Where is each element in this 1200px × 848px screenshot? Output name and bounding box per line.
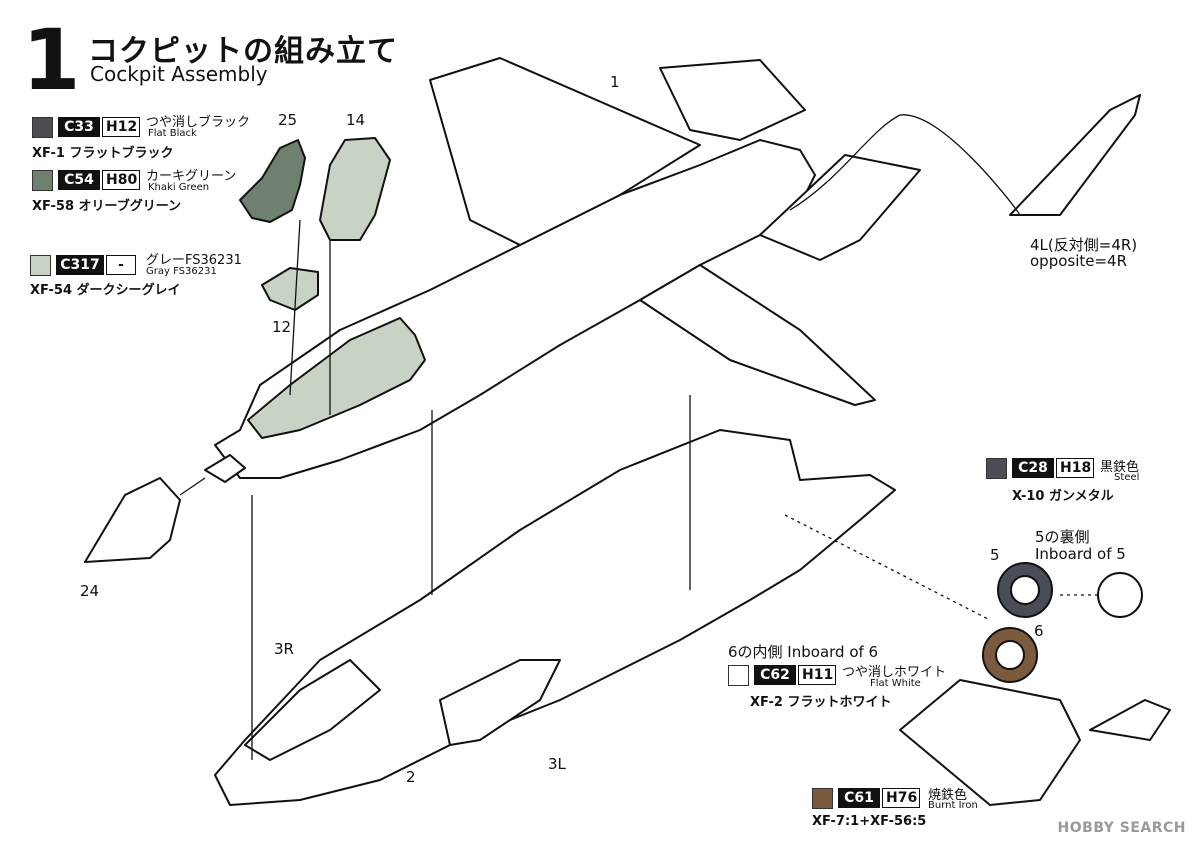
- nozzle-part-5-inner: [1010, 575, 1040, 605]
- panel-part-12: [261, 267, 319, 311]
- side-part-3R: [244, 659, 381, 761]
- color-name-en: Burnt Iron: [928, 800, 978, 811]
- watermark: HOBBY SEARCH: [1057, 820, 1186, 836]
- pilot-figure-part-25: [239, 139, 306, 223]
- color-code-c: C317: [56, 255, 104, 275]
- color-name-en: Khaki Green: [148, 182, 210, 193]
- part-number-12: 12: [272, 318, 292, 336]
- color-name-en: Flat Black: [148, 128, 197, 139]
- part-note-4L-en: opposite=4R: [1030, 252, 1128, 270]
- part-number-6: 6: [1034, 622, 1044, 640]
- part-number-14: 14: [346, 111, 366, 129]
- part-note-4L: 4L(反対側=4R): [1030, 236, 1138, 254]
- color-xf: XF-58 オリーブグリーン: [32, 199, 182, 214]
- guide-line: [789, 114, 1021, 216]
- note-inboard-6: 6の内側 Inboard of 6: [728, 643, 879, 661]
- left-tail: [659, 59, 806, 141]
- color-code-h: -: [106, 255, 136, 275]
- color-xf: XF-2 フラットホワイト: [750, 695, 892, 710]
- lower-fuselage-part: [214, 429, 896, 806]
- color-name-en: Steel: [1114, 472, 1140, 483]
- color-xf: XF-7:1+XF-56:5: [812, 814, 927, 829]
- color-name-jp: つや消しブラック: [146, 115, 251, 130]
- color-code-c: C28: [1012, 458, 1054, 478]
- right-wing: [639, 264, 876, 406]
- part-number-24: 24: [80, 582, 100, 600]
- part-number-2: 2: [406, 768, 416, 786]
- color-code-c: C61: [838, 788, 880, 808]
- part-number-5: 5: [990, 546, 1000, 564]
- color-name-en: Flat White: [870, 678, 921, 689]
- color-name-jp: 黒鉄色: [1100, 460, 1140, 475]
- side-part-3L: [439, 659, 561, 746]
- step-title: コクピットの組み立て: [88, 34, 398, 69]
- color-xf: XF-1 フラットブラック: [32, 146, 174, 161]
- note-inboard-5-en: Inboard of 5: [1035, 545, 1126, 563]
- swatch-khaki-green: [32, 170, 53, 191]
- swatch-flat-white: [728, 665, 749, 686]
- color-xf: XF-54 ダークシーグレイ: [30, 283, 181, 298]
- nose-probe: [204, 454, 246, 483]
- color-code-c: C33: [58, 117, 100, 137]
- guide-line: [289, 219, 301, 396]
- swatch-burnt-iron: [812, 788, 833, 809]
- color-name-jp: 焼鉄色: [928, 788, 968, 803]
- engine-bracket-right: [1089, 699, 1171, 741]
- swatch-gray-fs36231: [30, 255, 51, 276]
- canopy-part-24: [84, 477, 181, 563]
- color-name-jp: グレーFS36231: [146, 253, 242, 268]
- guide-line: [179, 477, 206, 496]
- seat-part-14: [319, 137, 391, 241]
- swatch-steel: [986, 458, 1007, 479]
- part-number-3R: 3R: [274, 640, 294, 658]
- part-number-1: 1: [610, 73, 620, 91]
- step-subtitle: Cockpit Assembly: [90, 62, 268, 86]
- part-number-25: 25: [278, 111, 298, 129]
- guide-line-dotted: [784, 514, 991, 621]
- inboard-5-view: [1097, 572, 1143, 618]
- note-inboard-5-jp: 5の裏側: [1035, 528, 1090, 546]
- nozzle-part-6-inner: [995, 640, 1025, 670]
- left-wing: [429, 57, 701, 246]
- color-code-h: H80: [102, 170, 140, 190]
- right-tail: [759, 154, 921, 261]
- swatch-flat-black: [32, 117, 53, 138]
- color-code-h: H12: [102, 117, 140, 137]
- color-code-c: C54: [58, 170, 100, 190]
- color-xf: X-10 ガンメタル: [1012, 489, 1114, 504]
- color-code-h: H11: [798, 665, 836, 685]
- color-name-jp: カーキグリーン: [146, 169, 237, 184]
- vertical-fin-part-4L: [1009, 94, 1141, 216]
- color-code-h: H76: [882, 788, 920, 808]
- color-code-c: C62: [754, 665, 796, 685]
- color-code-h: H18: [1056, 458, 1094, 478]
- step-number: 1: [22, 11, 80, 109]
- color-name-en: Gray FS36231: [146, 266, 217, 277]
- color-name-jp: つや消しホワイト: [842, 665, 947, 680]
- part-number-3L: 3L: [548, 755, 566, 773]
- engine-bracket: [899, 679, 1081, 806]
